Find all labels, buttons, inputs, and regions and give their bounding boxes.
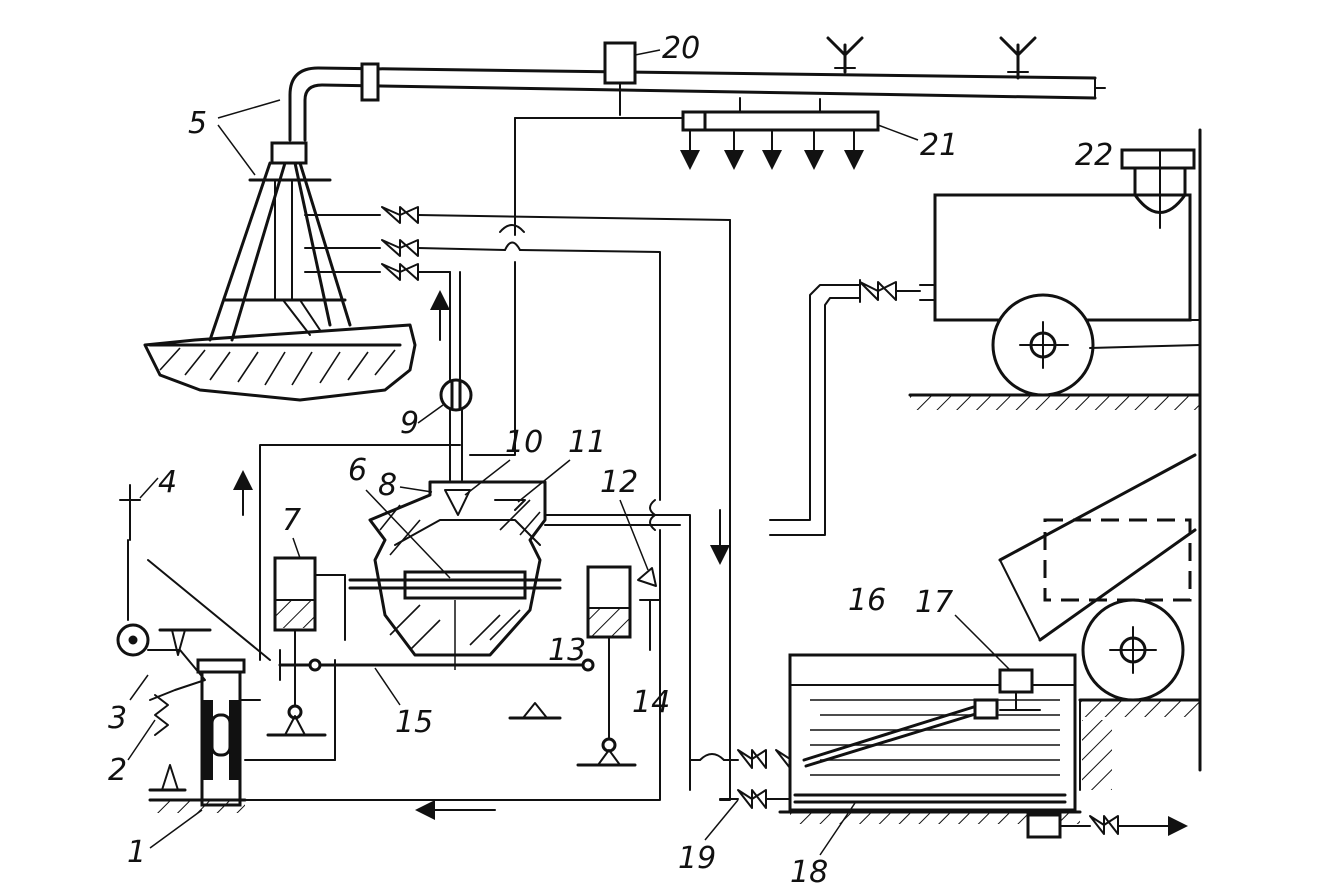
label-6: 6 [348, 453, 367, 488]
sprinkler-bar-21 [680, 97, 880, 170]
cylinder-13 [576, 565, 637, 767]
label-17: 17 [915, 585, 953, 620]
label-12: 12 [600, 465, 638, 500]
label-3: 3 [108, 701, 127, 736]
label-14: 14 [632, 685, 670, 720]
label-8: 8 [378, 468, 397, 503]
label-2: 2 [108, 753, 127, 788]
label-7: 7 [282, 503, 301, 538]
label-19: 19 [678, 841, 716, 876]
label-11: 11 [568, 425, 606, 460]
rod-15 [278, 658, 595, 720]
valves-19 [689, 749, 805, 809]
label-13: 13 [548, 633, 586, 668]
label-21: 21 [920, 128, 958, 163]
labels: 1 2 3 4 5 6 7 8 9 10 11 12 13 14 15 16 1… [108, 31, 1113, 887]
flowmeter-9 [439, 378, 473, 481]
tower-5 [208, 141, 381, 342]
main-spray-pipe [288, 36, 1106, 142]
label-16: 16 [848, 583, 886, 618]
cylinder-7 [266, 556, 346, 737]
valve-12-14 [637, 567, 661, 651]
ground-sled-5 [143, 290, 450, 402]
label-20: 20 [662, 31, 700, 66]
tank-16 [778, 653, 1188, 839]
valve-group-tower [381, 206, 731, 281]
label-5: 5 [188, 106, 207, 141]
mixer-body [348, 480, 691, 791]
pump-assembly-1-4 [116, 444, 461, 813]
sensor-20 [603, 41, 637, 116]
label-4: 4 [158, 465, 177, 500]
label-10: 10 [505, 425, 543, 460]
trailer [998, 453, 1202, 791]
label-18: 18 [790, 855, 828, 887]
nozzle-2 [999, 36, 1037, 80]
label-1: 1 [127, 835, 146, 870]
label-9: 9 [400, 406, 419, 441]
label-15: 15 [395, 705, 433, 740]
nozzle-1 [826, 36, 864, 74]
label-22: 22 [1075, 138, 1113, 173]
vehicle-22 [769, 128, 1202, 772]
